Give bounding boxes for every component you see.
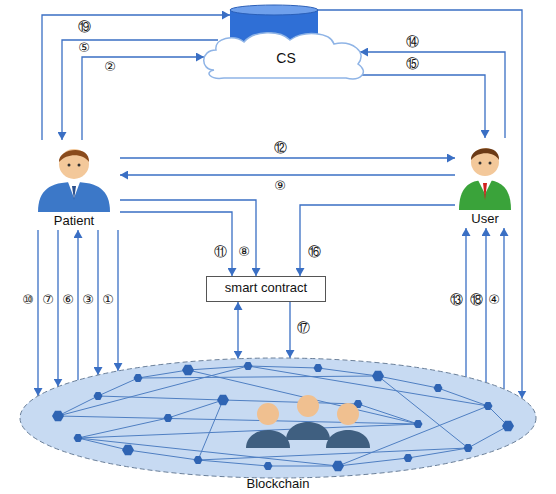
callout-number: ⑪	[213, 245, 228, 259]
callout-number: ⑯	[307, 245, 322, 259]
user-actor: User	[455, 138, 515, 228]
callout-number: ②	[103, 60, 117, 74]
callout-number: ⑰	[296, 321, 311, 335]
flow-arrow	[82, 57, 204, 140]
callout-number: ⑮	[405, 57, 420, 71]
patient-actor: Patient	[28, 140, 120, 230]
callout-number: ①	[101, 293, 115, 307]
flow-arrow	[360, 52, 505, 138]
flow-arrow	[237, 302, 238, 359]
flow-arrow	[300, 205, 455, 276]
callout-number: ⑬	[449, 293, 464, 307]
node-label: CS	[200, 50, 372, 66]
node-label: User	[455, 211, 515, 226]
flow-arrow	[120, 157, 455, 158]
callout-number: ⑱	[469, 293, 484, 307]
flow-arrow	[350, 75, 485, 138]
flow-arrow	[120, 212, 232, 276]
node-label: Blockchain	[18, 476, 538, 491]
flow-arrow	[42, 15, 230, 140]
callout-number: ③	[81, 293, 95, 307]
callout-number: ⑤	[77, 41, 91, 55]
callout-number: ⑥	[61, 293, 75, 307]
node-label: Patient	[28, 213, 120, 228]
flow-arrow	[289, 302, 290, 358]
callout-number: ⑫	[273, 141, 288, 155]
contract-box: smart contract	[206, 276, 326, 302]
callout-number: ⑧	[237, 245, 251, 259]
callout-number: ⑭	[405, 35, 420, 49]
node-shape	[200, 2, 372, 82]
flow-arrow	[120, 174, 455, 175]
blockchain-network: Blockchain	[18, 356, 538, 492]
cloud-server: CS	[200, 2, 372, 82]
callout-number: ⑦	[41, 293, 55, 307]
node-shape	[18, 356, 538, 492]
flow-arrow	[120, 200, 256, 276]
flow-arrow	[62, 40, 218, 140]
flow-arrow	[97, 230, 98, 375]
flow-arrow	[57, 230, 58, 387]
callout-number: ⑲	[77, 20, 92, 34]
flow-arrow	[77, 230, 78, 380]
flow-arrow	[465, 228, 466, 377]
callout-number: ④	[487, 293, 501, 307]
flow-arrow	[37, 230, 38, 396]
node-label: smart contract	[206, 276, 326, 300]
flow-arrow	[503, 228, 504, 389]
callout-number: ⑨	[273, 179, 287, 193]
flow-arrow	[117, 230, 118, 371]
callout-number: ⑩	[21, 293, 35, 307]
